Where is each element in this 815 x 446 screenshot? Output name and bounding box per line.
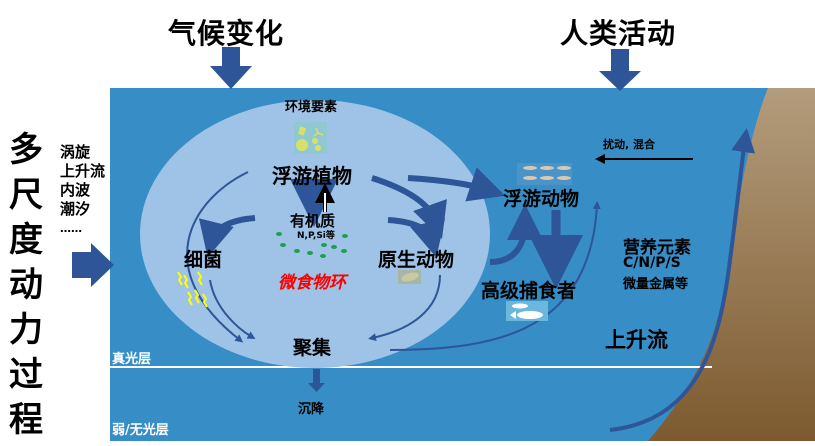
nutrients-short-label: N,P,Si等 [297, 231, 335, 241]
microbial-loop-label: 微食物环 [278, 273, 346, 293]
continental-slope [648, 88, 815, 441]
arrow-phyto-to-protozoa [371, 175, 447, 239]
process-item: 内波 [60, 181, 91, 199]
multiscale-dynamics-label: 多 尺 度 动 力 过 程 [6, 128, 46, 443]
bacteria-image [177, 271, 208, 308]
label-char: 程 [9, 400, 43, 440]
label-char: 度 [9, 220, 43, 260]
zooplankton-label: 浮游动物 [503, 188, 580, 210]
aphotic-layer-label: 弱/无光层 [112, 423, 169, 438]
disturbance-mixing-label: 扰动, 混合 [603, 138, 656, 151]
organic-matter-label: 有机质 [290, 212, 336, 230]
sinking-arrow [308, 369, 325, 392]
aggregation-label: 聚集 [293, 337, 332, 359]
process-item: 涡旋 [60, 143, 91, 161]
nutrients-title: 营养元素 [623, 238, 691, 258]
label-char: 多 [9, 130, 43, 170]
nutrients-line1: C/N/P/S [623, 255, 681, 271]
arrow-bacteria-to-aggregation [209, 279, 256, 340]
process-item: 潮汐 [60, 200, 91, 218]
human-activity-title: 人类活动 [560, 17, 677, 50]
process-list: 涡旋 上升流 内波 潮汐 …… [60, 143, 105, 238]
label-char: 尺 [9, 175, 43, 215]
phytoplankton-image [294, 122, 327, 154]
sinking-label: 沉降 [298, 402, 325, 417]
nutrients-line2: 微量金属等 [623, 277, 689, 292]
label-char: 动 [9, 265, 43, 305]
arrow-phyto-to-zooplankton [407, 167, 506, 202]
climate-change-title: 气候变化 [168, 17, 285, 50]
arrow-phyto-to-bacteria-outer [186, 171, 249, 343]
climate-change-arrow [210, 47, 252, 89]
human-activity-arrow [599, 49, 641, 91]
environment-factors-label: 环境要素 [285, 100, 338, 115]
top-predators-label: 高级捕食者 [481, 280, 577, 302]
euphotic-layer-label: 真光层 [112, 352, 152, 367]
label-char: 力 [9, 310, 43, 350]
arrow-organic-to-protozoa [387, 217, 446, 258]
upwelling-arrow [609, 128, 756, 432]
process-item: 上升流 [60, 162, 106, 180]
bacteria-label: 细菌 [184, 249, 223, 271]
dynamics-arrow [72, 243, 114, 287]
microbial-loop-ellipse [140, 100, 490, 368]
arrow-to-bacteria [198, 215, 256, 258]
arrow-aggregation-to-zooplankton [389, 201, 601, 351]
protozoa-image [398, 270, 421, 284]
zooplankton-image [517, 163, 572, 185]
fish-image [506, 301, 548, 321]
process-item: …… [60, 222, 82, 235]
protozoa-label: 原生动物 [378, 249, 455, 271]
label-char: 过 [9, 355, 43, 395]
arrow-protozoa-to-aggregation [368, 274, 441, 342]
phytoplankton-label: 浮游植物 [272, 164, 352, 188]
nutrient-dots [276, 232, 348, 258]
upwelling-label: 上升流 [605, 328, 668, 352]
arrow-loop-to-zooplankton [489, 204, 543, 265]
